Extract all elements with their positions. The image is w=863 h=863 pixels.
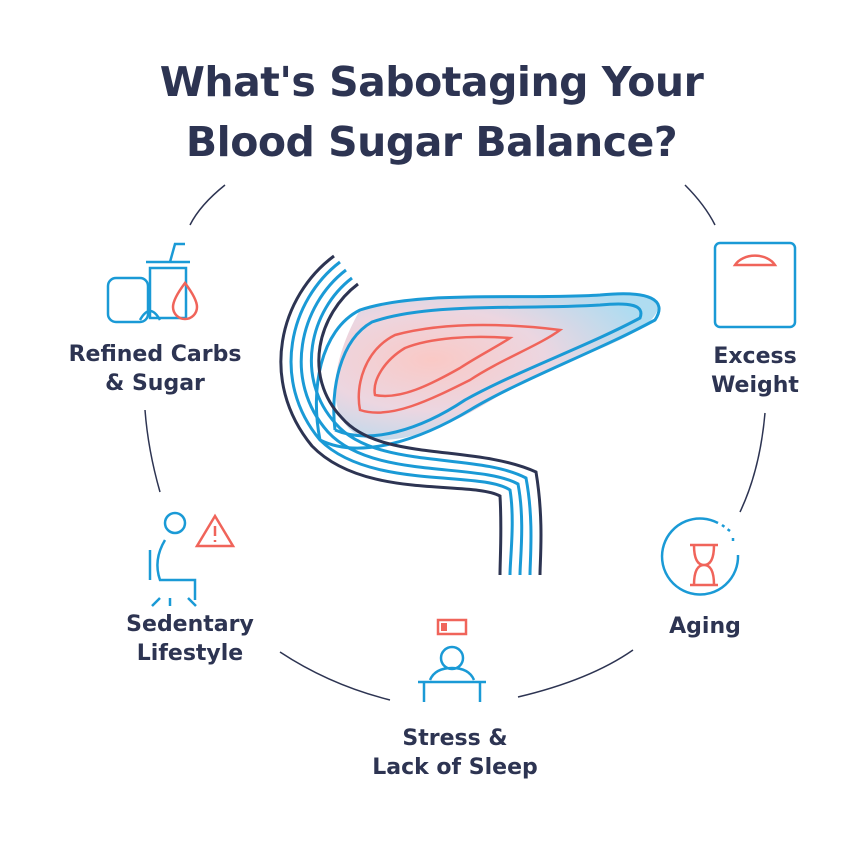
factor-aging: Aging (640, 612, 770, 641)
factor-label-line: Weight (711, 373, 799, 398)
sitting-person-warning-icon (148, 511, 236, 607)
food-drink-sugar-icon (106, 242, 199, 324)
factor-label-line: Aging (669, 614, 741, 639)
title-line-1: What's Sabotaging Your (159, 58, 704, 106)
ring-segment (144, 409, 161, 493)
factor-label-line: & Sugar (105, 371, 205, 396)
factor-stress-sleep: Stress & Lack of Sleep (355, 724, 555, 782)
factor-label-line: Sedentary (126, 612, 254, 637)
factor-label-line: Lack of Sleep (372, 755, 538, 780)
ring-segment (189, 184, 226, 226)
factor-label-line: Excess (713, 344, 797, 369)
factor-sedentary-lifestyle: Sedentary Lifestyle (90, 610, 290, 668)
hourglass-icon (660, 517, 740, 596)
ring-segment (739, 412, 766, 513)
tired-person-low-battery-icon (418, 618, 486, 702)
factor-label-line: Lifestyle (136, 641, 244, 666)
ring-segment (684, 184, 716, 226)
ring-segment (517, 649, 634, 698)
scale-icon (713, 241, 797, 329)
pancreas-illustration (279, 254, 661, 576)
title-line-2: Blood Sugar Balance? (185, 118, 678, 166)
factor-label-line: Stress & (402, 726, 508, 751)
factor-excess-weight: Excess Weight (690, 342, 820, 400)
ring-segment (279, 651, 391, 701)
factor-refined-carbs: Refined Carbs & Sugar (55, 340, 255, 398)
cycle-ring (144, 184, 766, 701)
page-title: What's Sabotaging Your Blood Sugar Balan… (0, 52, 863, 172)
factor-label-line: Refined Carbs (68, 342, 242, 367)
